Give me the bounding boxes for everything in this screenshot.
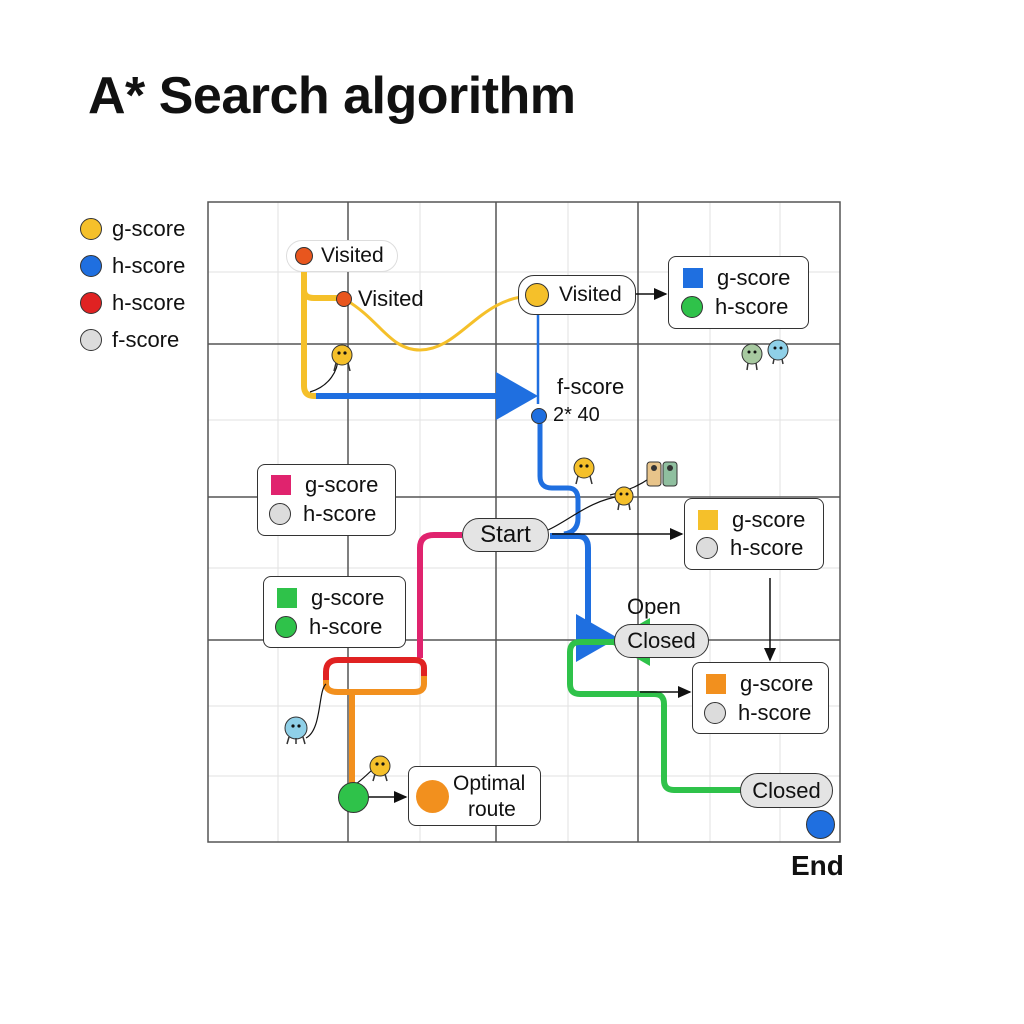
- legend-label: h-score: [112, 253, 186, 278]
- robot-icon: [646, 461, 662, 487]
- legend-label: f-score: [112, 327, 180, 352]
- end-label: End: [791, 850, 844, 881]
- score-box-right-orange: g-score h-score: [692, 662, 829, 734]
- blue-path-lower: [550, 533, 618, 662]
- score-row-g: g-score: [706, 671, 813, 697]
- blue-node: [531, 407, 547, 424]
- robot-icon: [573, 457, 595, 485]
- visited-node: [295, 247, 313, 265]
- f-value-text: 2* 40: [553, 404, 600, 426]
- score-box-left-pink: g-score h-score: [257, 464, 396, 536]
- score-row-label: h-score: [730, 535, 804, 560]
- optimal-label-line1: Optimal: [453, 772, 526, 795]
- legend-label: g-score: [112, 216, 186, 241]
- score-row-label: h-score: [303, 501, 377, 526]
- visited-tag-2: Visited: [336, 286, 424, 312]
- score-row-label: g-score: [311, 585, 385, 610]
- score-row-h: h-score: [704, 700, 811, 726]
- score-row-label: g-score: [732, 507, 806, 532]
- visited-tag-1: Visited: [286, 240, 398, 272]
- f-score-value: 2* 40: [531, 404, 600, 427]
- robot-icon: [741, 343, 763, 371]
- legend-swatch-yellow: [80, 218, 102, 240]
- closed-node-2: Closed: [740, 773, 833, 808]
- legend-item-h-score: h-score: [80, 251, 185, 281]
- robot-icon: [369, 755, 391, 782]
- connector-line: [309, 357, 339, 393]
- score-row-label: h-score: [738, 700, 812, 725]
- yellow-curve: [345, 294, 534, 352]
- diagram-title: A* Search algorithm: [88, 67, 576, 125]
- legend-swatch-red: [80, 292, 102, 314]
- yellow-path: [301, 255, 465, 399]
- score-row-label: g-score: [717, 265, 791, 290]
- visited-label: Visited: [358, 286, 424, 311]
- legend-item-g-score: g-score: [80, 214, 185, 244]
- h-circle-icon: [704, 702, 726, 724]
- score-row-g: g-score: [277, 585, 384, 611]
- legend-swatch-blue: [80, 255, 102, 277]
- score-row-h: h-score: [696, 535, 803, 561]
- score-row-label: g-score: [305, 472, 379, 497]
- end-node: [806, 810, 835, 839]
- green-node: [338, 782, 369, 813]
- green-path: [567, 618, 742, 793]
- g-square-icon: [706, 674, 726, 694]
- robot-icon: [767, 339, 789, 365]
- legend-swatch-grey: [80, 329, 102, 351]
- f-score-label: f-score: [557, 374, 625, 399]
- robot-icon: [284, 716, 308, 745]
- connector-line: [305, 683, 327, 739]
- score-row-g: g-score: [271, 472, 378, 498]
- red-loop: [323, 657, 427, 680]
- score-box-left-green: g-score h-score: [263, 576, 406, 648]
- visited-label: Visited: [559, 283, 622, 306]
- visited-tag-3: Visited: [518, 275, 636, 315]
- score-row-h: h-score: [269, 501, 376, 527]
- h-circle-icon: [696, 537, 718, 559]
- legend-item-h-score-red: h-score: [80, 288, 185, 318]
- robot-icon: [662, 461, 678, 487]
- pink-path: [417, 532, 462, 658]
- h-circle-icon: [269, 503, 291, 525]
- score-box-top-right: g-score h-score: [668, 256, 809, 329]
- visited-node: [525, 283, 549, 307]
- robot-icon: [331, 344, 353, 372]
- orange-path: [323, 676, 427, 784]
- score-row-label: g-score: [740, 671, 814, 696]
- score-row-h: h-score: [681, 294, 788, 320]
- optimal-label-line2: route: [468, 798, 516, 821]
- robot-icon: [614, 486, 634, 511]
- score-row-g: g-score: [683, 265, 790, 291]
- score-row-h: h-score: [275, 614, 382, 640]
- start-node: Start: [462, 518, 549, 552]
- h-circle-icon: [681, 296, 703, 318]
- g-square-icon: [277, 588, 297, 608]
- g-square-icon: [271, 475, 291, 495]
- blue-path-down: [537, 418, 581, 537]
- h-circle-icon: [275, 616, 297, 638]
- optimal-node: [416, 780, 449, 813]
- score-row-g: g-score: [698, 507, 805, 533]
- score-row-label: h-score: [715, 294, 789, 319]
- open-label: Open: [627, 594, 681, 619]
- visited-label: Visited: [321, 244, 384, 267]
- g-square-icon: [683, 268, 703, 288]
- optimal-route-box: Optimal route: [408, 766, 541, 826]
- g-square-icon: [698, 510, 718, 530]
- legend-item-f-score: f-score: [80, 325, 179, 355]
- visited-node: [336, 291, 352, 307]
- score-row-label: h-score: [309, 614, 383, 639]
- closed-node-1: Closed: [614, 624, 709, 658]
- score-box-right-yellow: g-score h-score: [684, 498, 824, 570]
- legend-label: h-score: [112, 290, 186, 315]
